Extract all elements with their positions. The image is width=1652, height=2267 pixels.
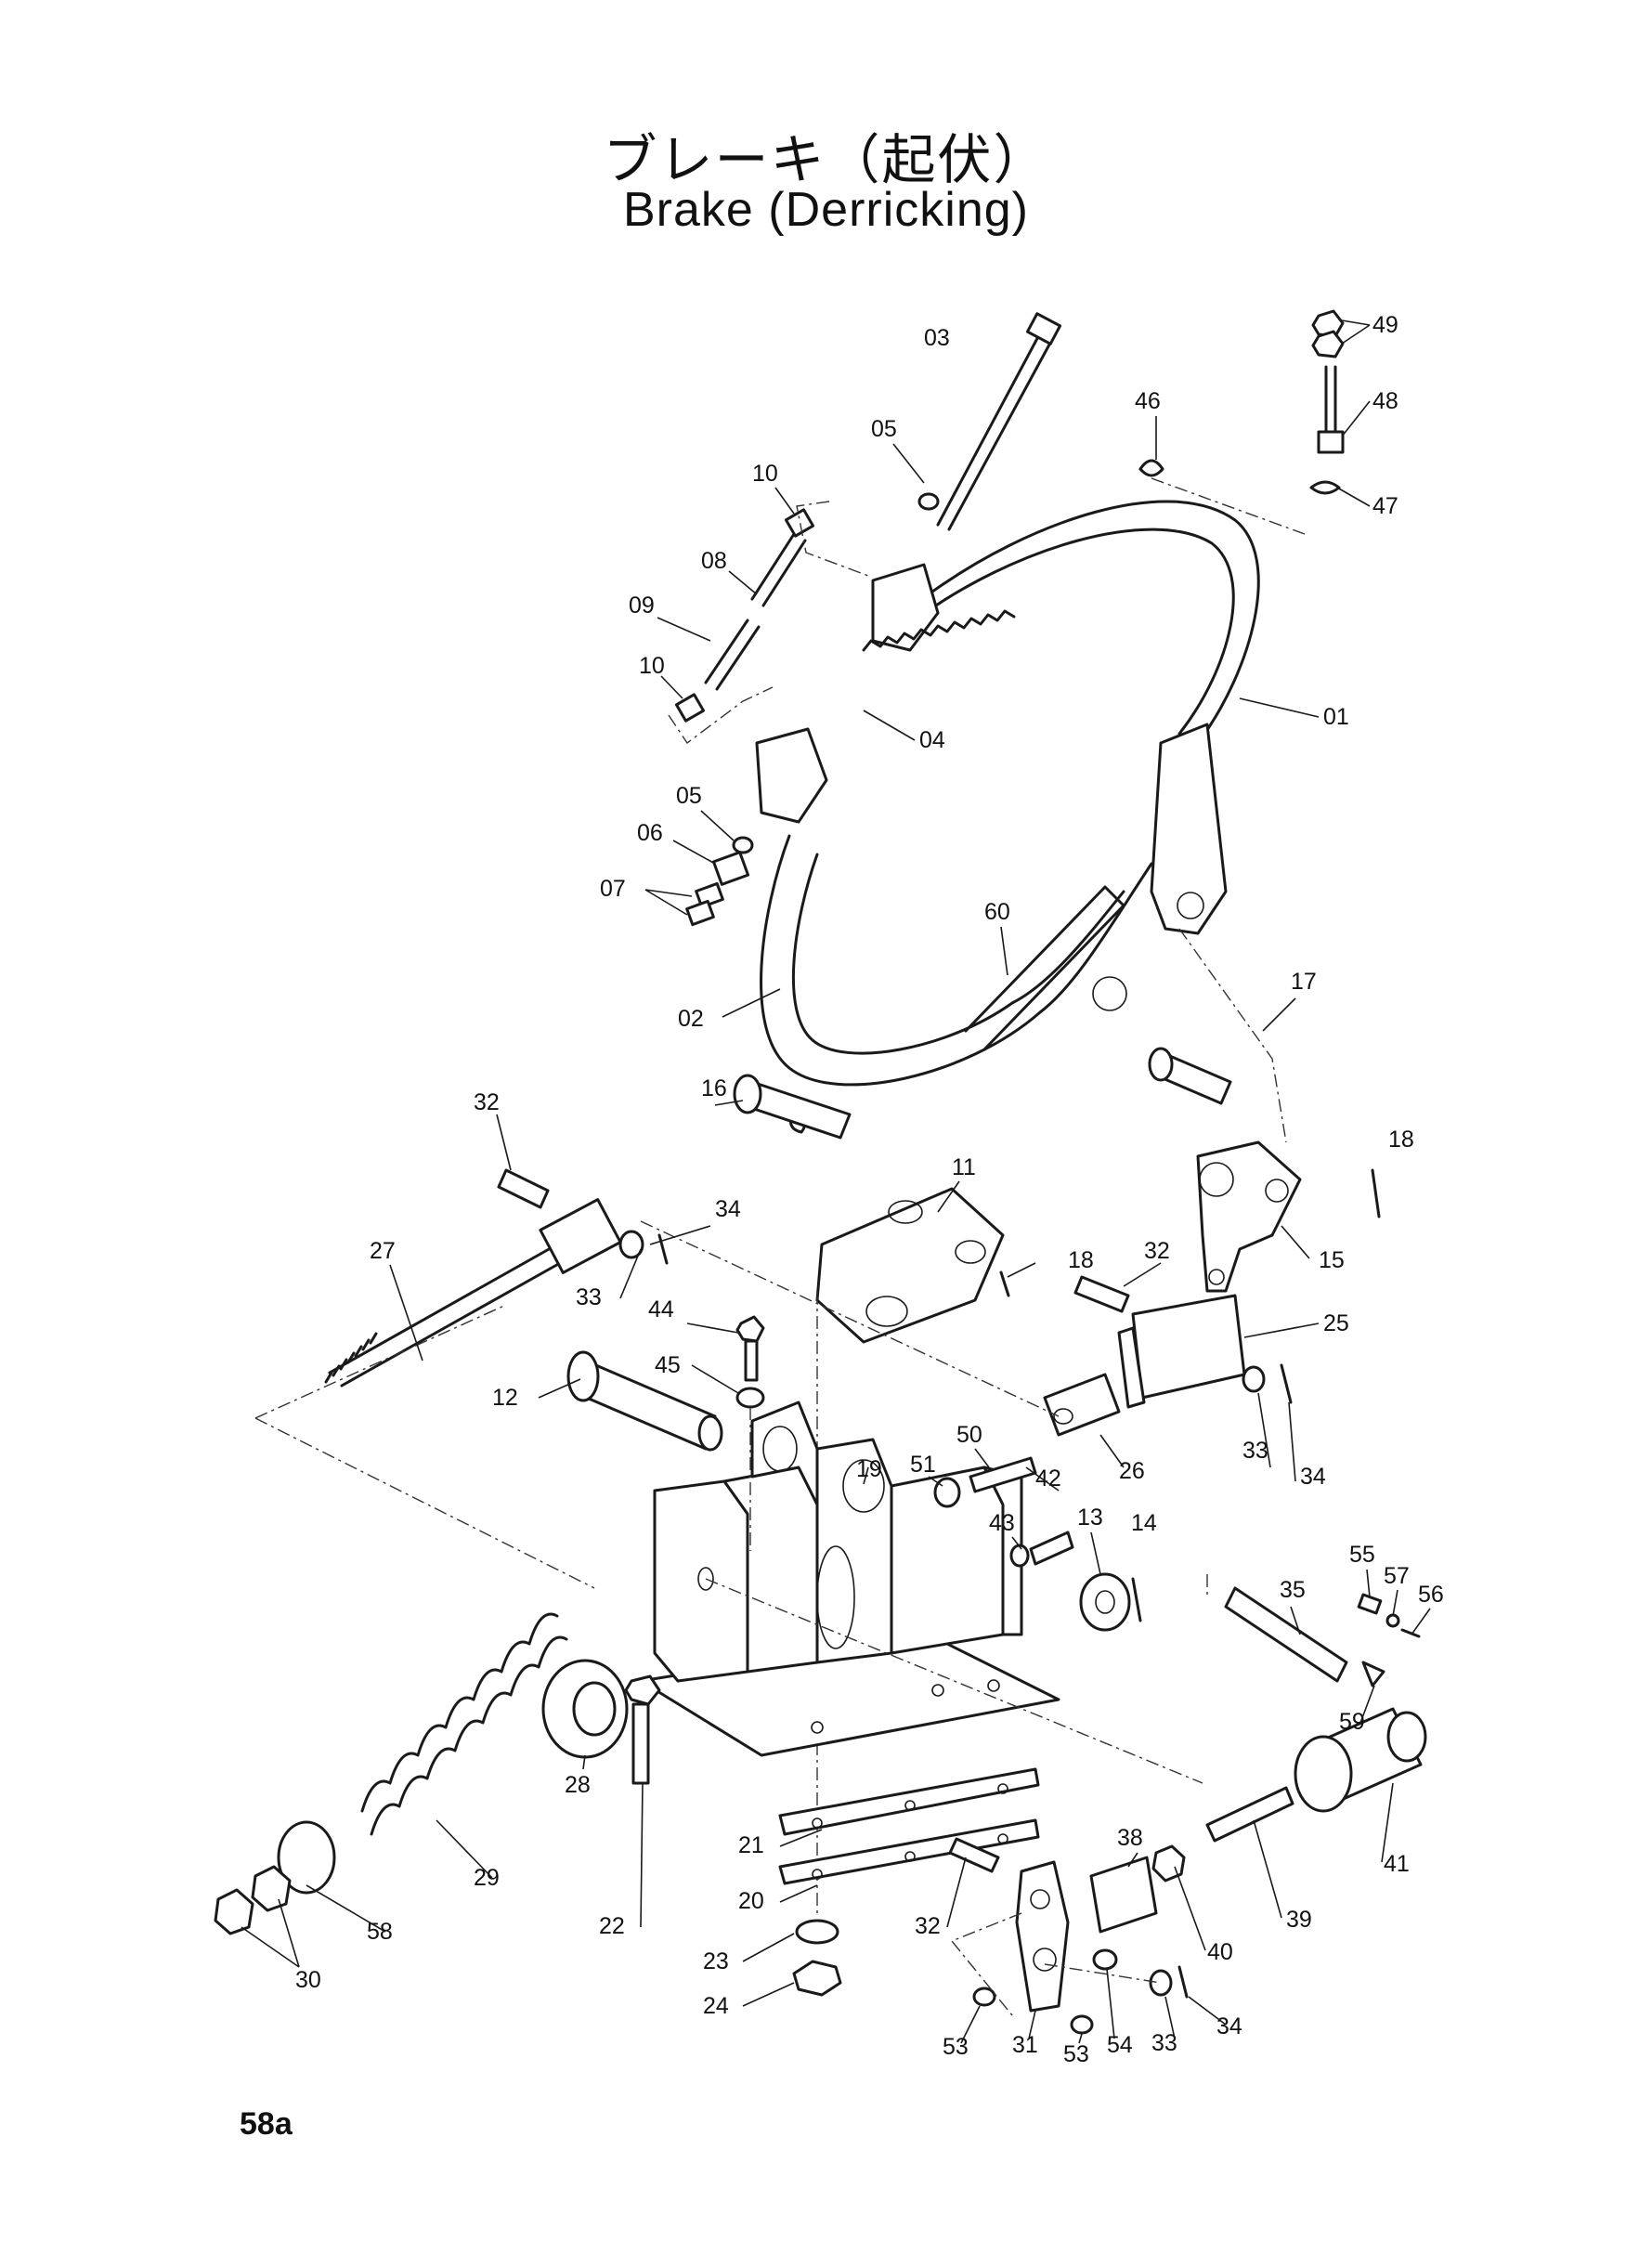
band-anchor-link xyxy=(1150,723,1228,935)
callout-label: 07 xyxy=(600,876,626,902)
callout-label: 44 xyxy=(648,1296,674,1322)
callout-label: 24 xyxy=(703,1993,729,2019)
callout-label: 05 xyxy=(676,783,702,809)
shims-and-bolts xyxy=(624,1315,1142,1997)
callout-label: 15 xyxy=(1319,1247,1345,1273)
callout-label: 32 xyxy=(1144,1238,1170,1264)
callout-label: 30 xyxy=(295,1967,321,1993)
callout-label: 35 xyxy=(1280,1577,1306,1603)
callout-label: 18 xyxy=(1068,1247,1094,1273)
callout-label: 49 xyxy=(1372,312,1398,338)
upper-band-lug xyxy=(871,563,940,652)
leader-lines xyxy=(241,319,1431,2044)
callout-label: 38 xyxy=(1117,1825,1143,1851)
callout-label: 34 xyxy=(1216,2013,1242,2039)
callout-label: 32 xyxy=(474,1089,500,1115)
callout-label: 04 xyxy=(919,727,945,753)
callout-label: 56 xyxy=(1418,1582,1444,1608)
callout-label: 27 xyxy=(370,1238,396,1264)
callout-label: 51 xyxy=(910,1452,936,1478)
callout-label: 43 xyxy=(989,1510,1015,1536)
callout-label: 12 xyxy=(492,1385,518,1411)
callout-label: 33 xyxy=(1151,2030,1177,2056)
callout-label: 25 xyxy=(1323,1310,1349,1336)
callout-label: 48 xyxy=(1372,388,1398,414)
callout-label: 57 xyxy=(1384,1563,1410,1589)
callout-label: 18 xyxy=(1388,1127,1414,1153)
callout-label: 54 xyxy=(1107,2032,1133,2058)
callout-label: 02 xyxy=(678,1006,704,1032)
brake-band-assembly xyxy=(755,459,1260,1134)
callout-labels: 01 02 03 04 05 05 06 07 08 09 10 10 11 1… xyxy=(295,312,1444,2067)
callout-label: 46 xyxy=(1135,388,1161,414)
callout-label: 50 xyxy=(956,1422,982,1448)
callout-label: 60 xyxy=(984,899,1010,925)
brake-base-bracket xyxy=(639,1401,1203,1784)
callout-label: 34 xyxy=(715,1196,741,1222)
callout-label: 17 xyxy=(1291,969,1317,995)
callout-label: 21 xyxy=(738,1832,764,1858)
lower-band-lug xyxy=(755,727,828,824)
title-english: Brake (Derricking) xyxy=(623,183,1029,237)
title-japanese: ブレーキ（起伏） xyxy=(603,128,1049,191)
callout-label: 53 xyxy=(1063,2041,1089,2067)
callout-label: 22 xyxy=(599,1913,625,1939)
callout-label: 13 xyxy=(1077,1505,1103,1531)
callout-label: 41 xyxy=(1384,1851,1410,1877)
callout-label: 33 xyxy=(576,1284,602,1310)
callout-label: 16 xyxy=(701,1075,727,1101)
callout-label: 39 xyxy=(1286,1907,1312,1933)
callout-label: 11 xyxy=(952,1154,976,1180)
callout-label: 31 xyxy=(1012,2032,1038,2058)
callout-label: 45 xyxy=(655,1352,681,1378)
callout-label: 03 xyxy=(924,325,950,351)
callout-label: 10 xyxy=(639,653,665,679)
callout-label: 55 xyxy=(1349,1542,1375,1568)
callout-label: 09 xyxy=(629,593,655,619)
callout-label: 28 xyxy=(565,1772,591,1798)
actuator-parts xyxy=(948,1574,1427,2035)
lever-linkage xyxy=(254,1047,1381,1913)
callout-label: 08 xyxy=(701,548,727,574)
callout-label: 47 xyxy=(1372,493,1398,519)
callout-label: 19 xyxy=(856,1456,882,1482)
callout-label: 42 xyxy=(1035,1466,1061,1492)
callout-label: 05 xyxy=(871,416,897,442)
callout-label: 40 xyxy=(1207,1939,1233,1965)
callout-label: 32 xyxy=(915,1913,941,1939)
callout-label: 23 xyxy=(703,1948,729,1974)
callout-label: 20 xyxy=(738,1888,764,1914)
callout-label: 26 xyxy=(1119,1458,1145,1484)
callout-label: 34 xyxy=(1300,1464,1326,1490)
callout-label: 06 xyxy=(637,820,663,846)
spring-stack xyxy=(214,1350,723,1935)
callout-label: 33 xyxy=(1242,1438,1268,1464)
page-number: 58a xyxy=(240,2106,293,2142)
callout-label: 29 xyxy=(474,1865,500,1891)
callout-label: 14 xyxy=(1131,1510,1157,1536)
callout-label: 01 xyxy=(1323,704,1349,730)
callout-label: 10 xyxy=(752,461,778,487)
adjuster-parts xyxy=(668,309,1345,1143)
